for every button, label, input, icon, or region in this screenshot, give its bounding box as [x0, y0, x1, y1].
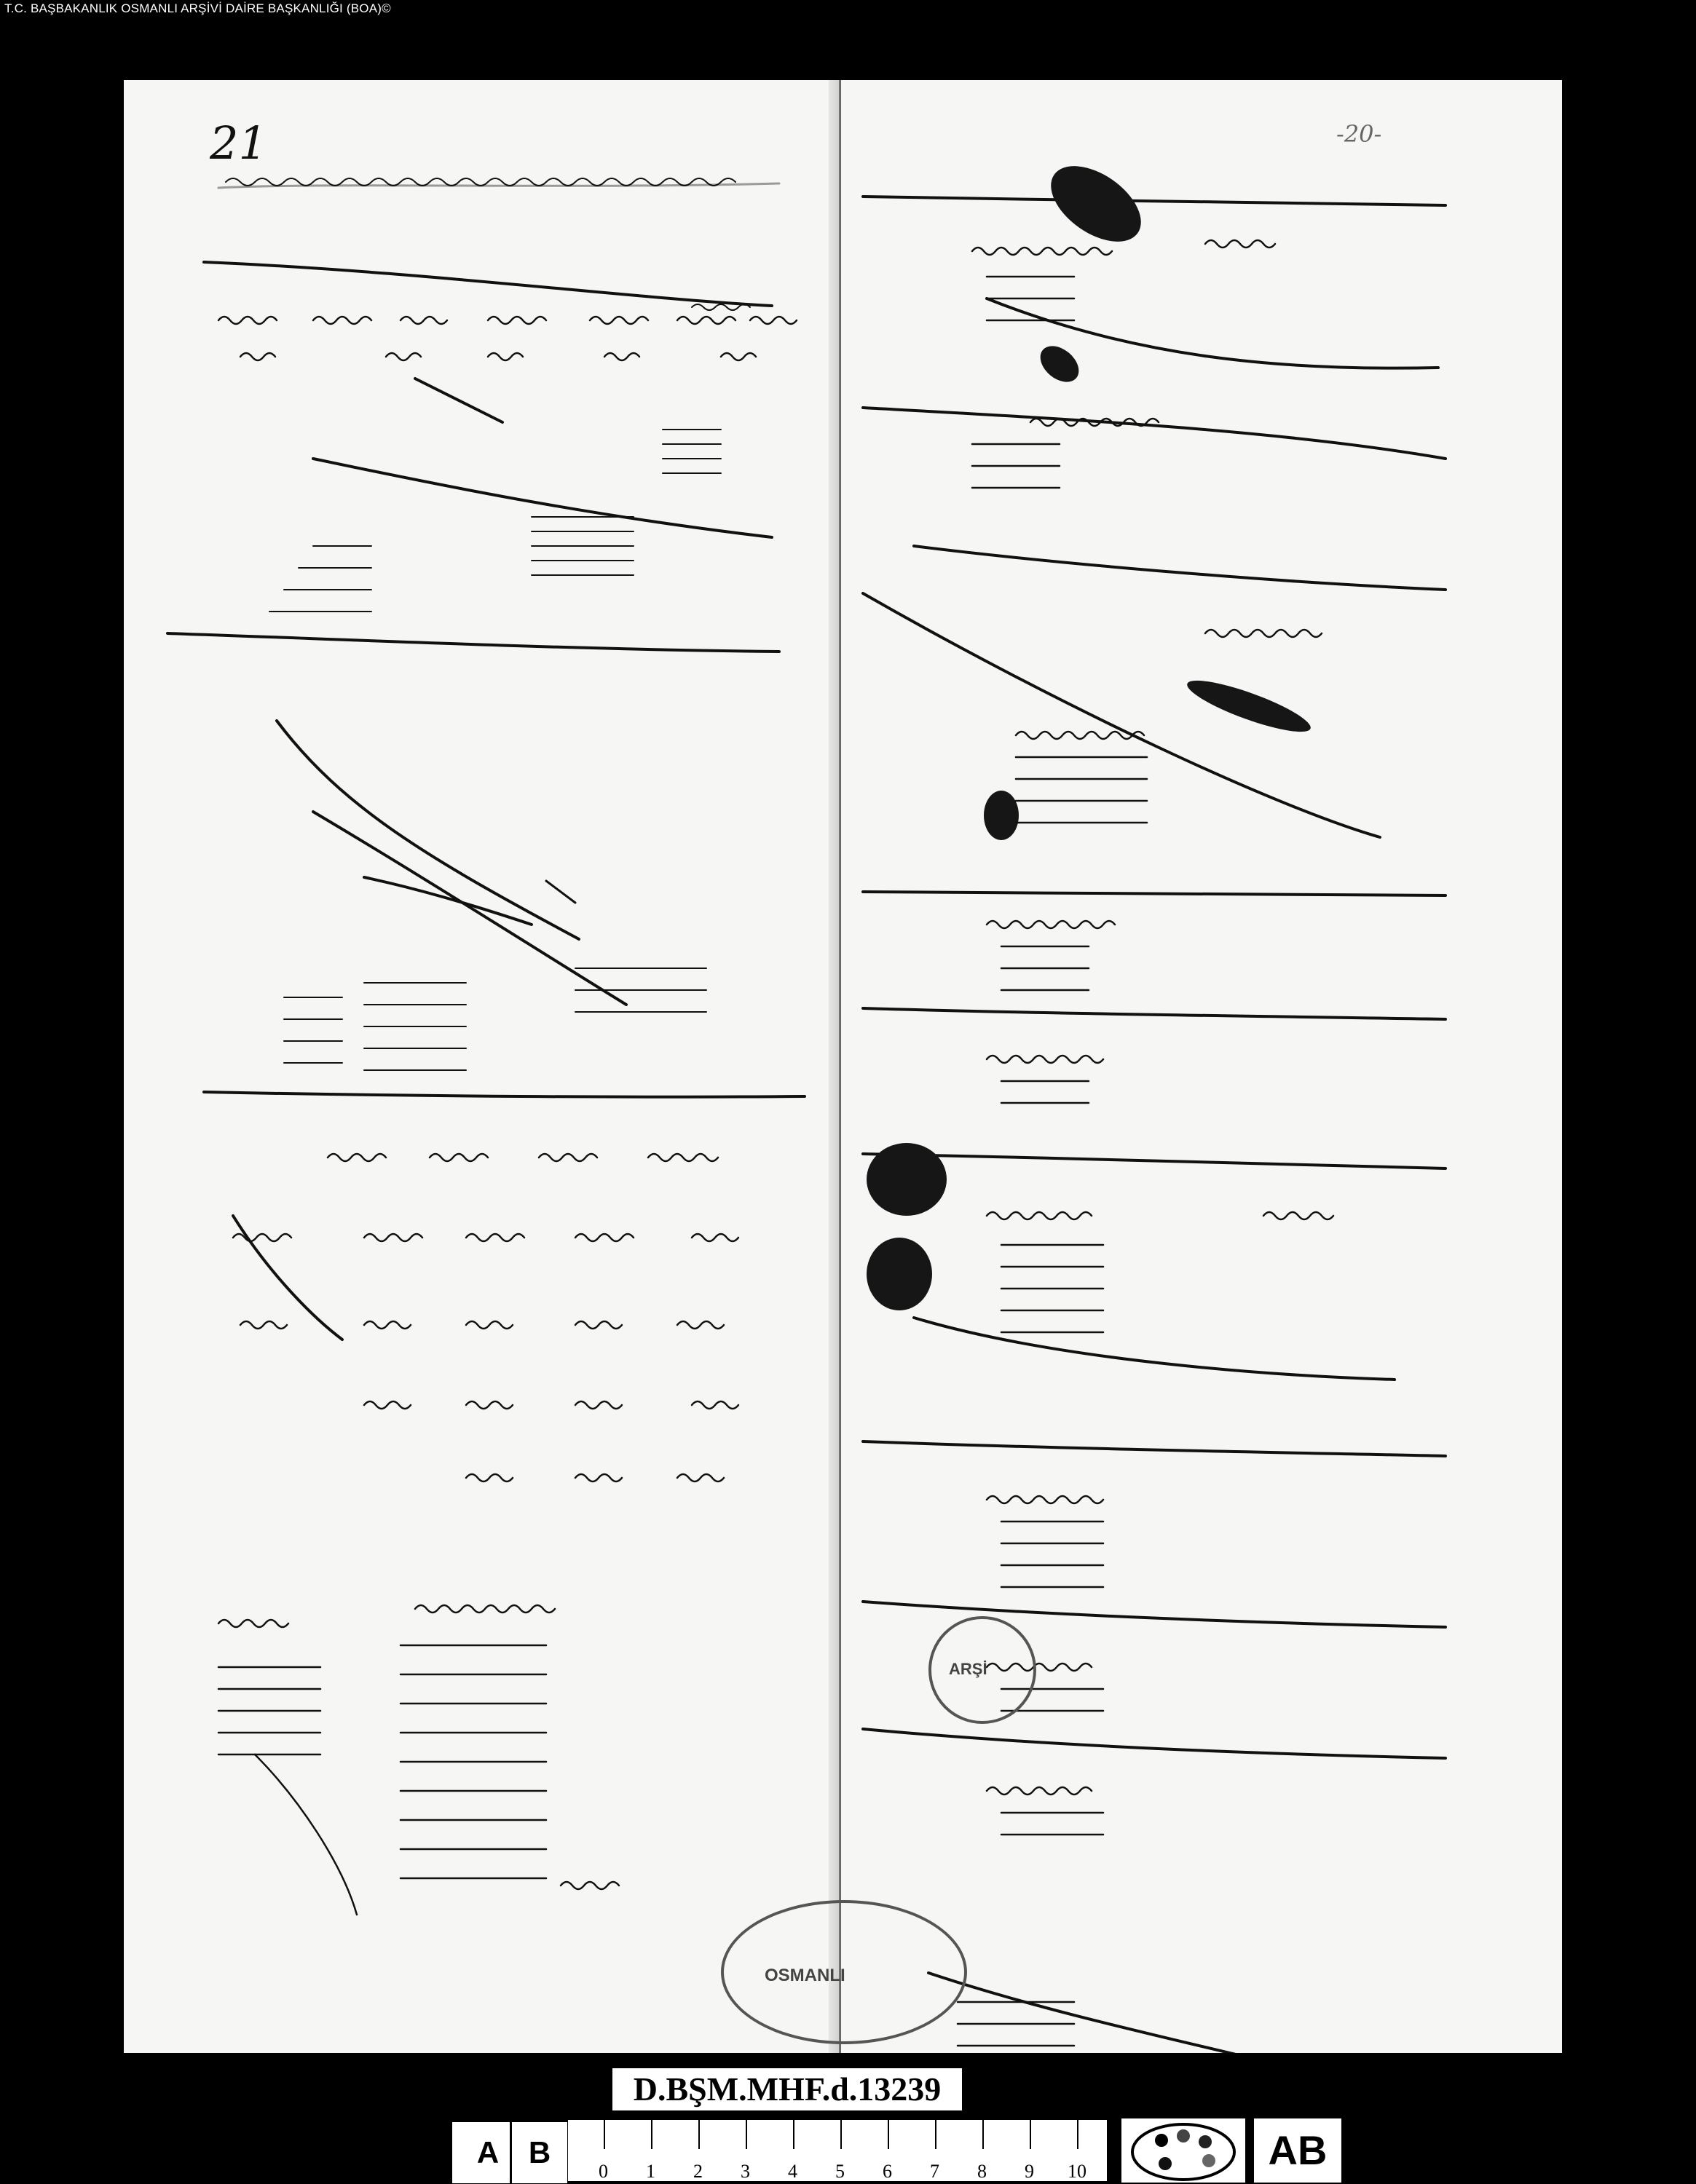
scale-tick-label: 10: [1068, 2161, 1086, 2182]
scale-tick-label: 3: [741, 2161, 750, 2182]
scale-tick-label: 9: [1025, 2161, 1034, 2182]
folio-number-right: -20-: [1336, 120, 1382, 148]
archive-stamp-text: ARŞİ: [949, 1660, 987, 1678]
scale-tick-label: 2: [693, 2161, 703, 2182]
archive-header: T.C. BAŞBAKANLIK OSMANLI ARŞİVİ DAİRE BA…: [4, 1, 391, 15]
scale-tick-label: 0: [599, 2161, 608, 2182]
scale-tick-label: 4: [788, 2161, 797, 2182]
scale-tick-label: 8: [977, 2161, 987, 2182]
scale-tick-label: 6: [883, 2161, 892, 2182]
scale-tick-label: 7: [930, 2161, 939, 2182]
scale-ticks: [604, 2120, 1078, 2149]
folio-number-left: 21: [210, 116, 267, 170]
ledger-spread: 21: [124, 80, 1562, 2053]
archive-oval-stamp: [721, 1900, 967, 2044]
call-number-label: D.BŞM.MHF.d.13239: [610, 2066, 964, 2113]
right-page-handwriting: [861, 166, 1447, 2053]
color-palette-icon: [1121, 2118, 1245, 2183]
ab-logo: AB: [1254, 2118, 1341, 2183]
scale-box-b: B: [510, 2120, 569, 2184]
archive-oval-stamp-text: OSMANLI: [765, 1966, 845, 1985]
scale-tick-label: 1: [646, 2161, 655, 2182]
ledger-page-right: -20-: [841, 80, 1562, 2053]
scale-tick-label: 5: [835, 2161, 845, 2182]
centimeter-scale: [568, 2120, 1107, 2181]
ledger-page-left: 21: [124, 80, 841, 2053]
header-bar: [0, 0, 1696, 32]
left-page-handwriting: [166, 178, 806, 1916]
archive-stamp: [928, 1616, 1036, 1724]
